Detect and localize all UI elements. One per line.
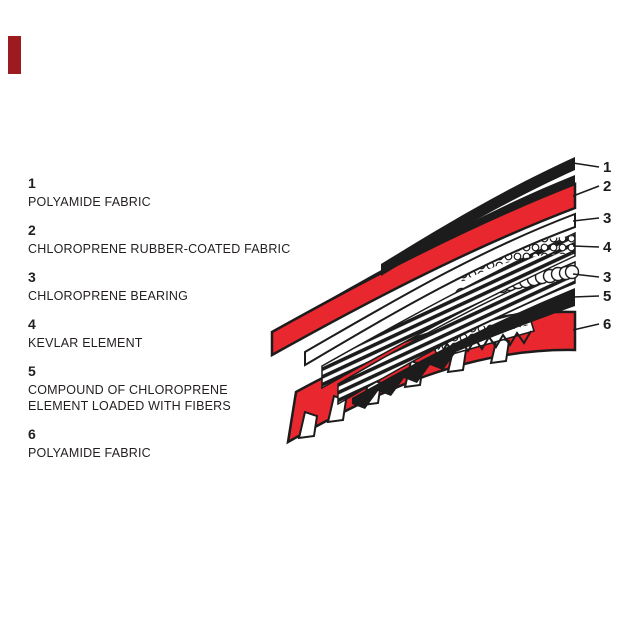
callout-6: 6 <box>603 316 611 333</box>
callout-3b: 3 <box>603 269 611 286</box>
legend-label: COMPOUND OF CHLOROPRENE ELEMENT LOADED W… <box>28 383 231 413</box>
legend-label: CHLOROPRENE BEARING <box>28 289 189 303</box>
legend-item-3: 3 CHLOROPRENE BEARING <box>28 269 300 304</box>
legend-item-2: 2 CHLOROPRENE RUBBER-COATED FABRIC <box>28 222 300 257</box>
callout-2: 2 <box>603 178 611 195</box>
legend-item-1: 1 POLYAMIDE FABRIC <box>28 175 300 210</box>
callout-numbers: 1 2 3 4 3 5 6 <box>603 159 612 333</box>
kevlar-cord-bundle <box>458 236 575 282</box>
legend-label: CHLOROPRENE RUBBER-COATED FABRIC <box>28 242 291 256</box>
legend: 1 POLYAMIDE FABRIC 2 CHLOROPRENE RUBBER-… <box>28 175 300 473</box>
legend-number: 5 <box>28 363 36 379</box>
legend-item-6: 6 POLYAMIDE FABRIC <box>28 426 300 461</box>
belt-layer-5-compound-band <box>352 288 575 409</box>
legend-item-4: 4 KEVLAR ELEMENT <box>28 316 300 351</box>
legend-number: 6 <box>28 426 36 442</box>
belt-layer-4-kevlar-band <box>321 231 576 390</box>
belt-layer-3-bearing-band <box>304 212 576 367</box>
legend-number: 1 <box>28 175 36 191</box>
legend-item-5: 5 COMPOUND OF CHLOROPRENE ELEMENT LOADED… <box>28 363 300 414</box>
callout-5: 5 <box>603 288 611 305</box>
legend-label: POLYAMIDE FABRIC <box>28 446 151 460</box>
callout-3: 3 <box>603 210 611 227</box>
legend-number: 3 <box>28 269 36 285</box>
callout-1: 1 <box>603 159 611 176</box>
legend-label: KEVLAR ELEMENT <box>28 336 143 350</box>
corner-red-mark <box>8 36 21 74</box>
legend-number: 4 <box>28 316 36 332</box>
belt-layer-1-polyamide-strip <box>381 157 575 276</box>
legend-label: POLYAMIDE FABRIC <box>28 195 151 209</box>
leader-lines <box>572 162 600 331</box>
callout-4: 4 <box>603 239 612 256</box>
legend-number: 2 <box>28 222 36 238</box>
belt-layer-2-rubber-coated-fabric <box>270 175 577 358</box>
